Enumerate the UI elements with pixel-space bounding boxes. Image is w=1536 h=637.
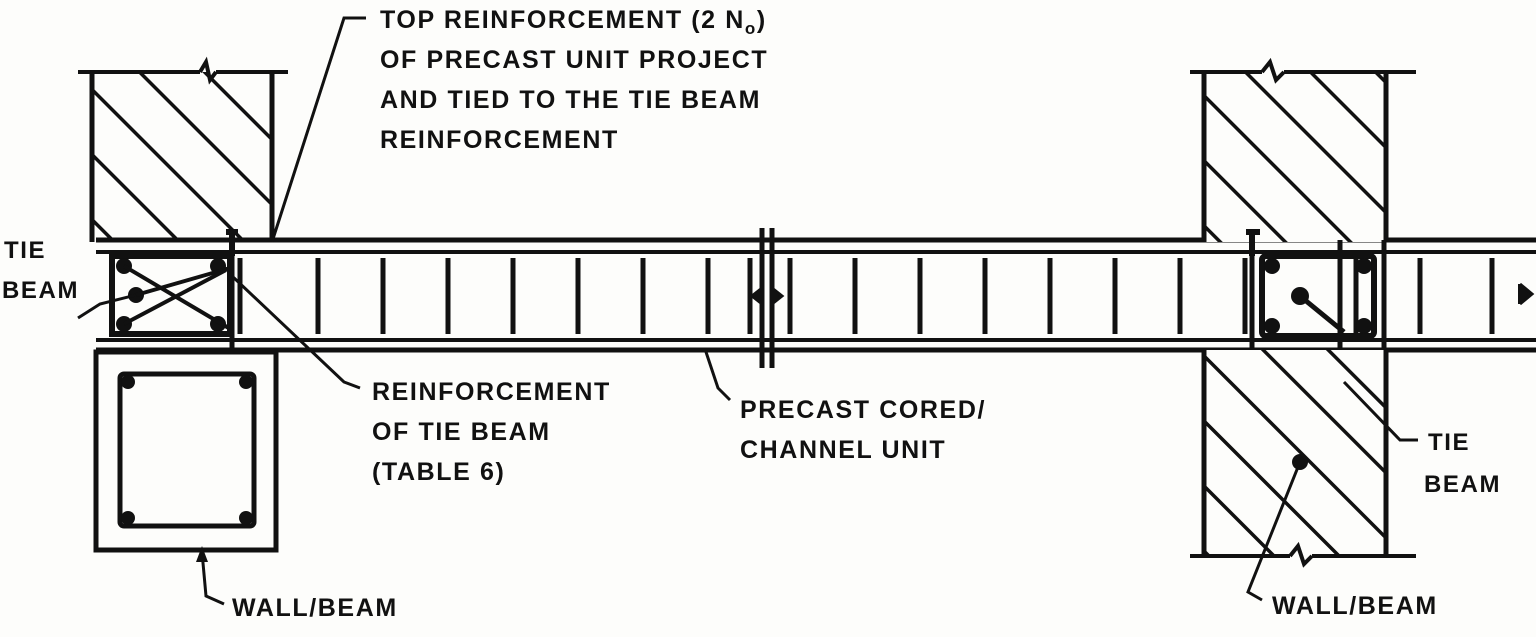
- beam-corner-bar: [121, 375, 135, 389]
- top-reinforcement-note: TOP REINFORCEMENT (2 No) OF PRECAST UNIT…: [380, 6, 768, 154]
- wall-beam-right-text: WALL/BEAM: [1272, 592, 1438, 620]
- reinforcement-of-tie-beam-note: REINFORCEMENT OF TIE BEAM (TABLE 6): [372, 378, 611, 486]
- slab-core-dividers-left: [237, 258, 753, 334]
- top-note-line1: TOP REINFORCEMENT (2 N: [380, 6, 745, 34]
- slab-core-dividers-far-right: [1353, 258, 1495, 334]
- tie-beam-bar: [1356, 318, 1372, 334]
- slab-core-dividers-right: [787, 258, 1248, 334]
- slab-right-continuation-arrow: [1518, 282, 1535, 306]
- wall-beam-left-text: WALL/BEAM: [232, 594, 398, 622]
- wall-beam-label-right: WALL/BEAM: [1272, 592, 1438, 620]
- top-note-line2: OF PRECAST UNIT PROJECT: [380, 46, 768, 74]
- leader-wall-beam-left: [196, 546, 225, 606]
- tie-beam-bar: [1264, 318, 1280, 334]
- tie-beam-right-line1: TIE: [1428, 429, 1470, 456]
- tie-beam-label-left: TIE BEAM: [2, 237, 79, 304]
- top-note-line3: AND TIED TO THE TIE BEAM: [380, 86, 761, 114]
- wall-break-symbol-left: [198, 56, 218, 85]
- leader-tie-beam-left: [77, 293, 137, 320]
- wall-break-symbol-right-top: [1260, 57, 1286, 84]
- wall-beam-label-left: WALL/BEAM: [232, 594, 398, 622]
- precast-note-line1: PRECAST CORED/: [740, 396, 986, 424]
- tie-beam-bar: [1264, 258, 1280, 274]
- projecting-top-reinforcement-right: [1246, 229, 1260, 256]
- top-note-subscript: o: [745, 19, 757, 38]
- leader-precast-unit: [704, 351, 732, 402]
- beam-stirrup: [117, 371, 257, 529]
- reinf-note-line1: REINFORCEMENT: [372, 378, 611, 406]
- leader-top-reinforcement: [270, 16, 366, 243]
- tie-beam-left-line1: TIE: [4, 237, 46, 264]
- tie-beam-left-line2: BEAM: [2, 277, 79, 304]
- right-tie-beam: [1249, 240, 1387, 350]
- svg-text:TOP REINFORCEMENT (2 No): TOP REINFORCEMENT (2 No): [380, 6, 767, 38]
- leader-tie-beam-right: [1342, 380, 1418, 442]
- projecting-top-reinforcement-left: [226, 229, 238, 256]
- precast-note-line2: CHANNEL UNIT: [740, 436, 946, 464]
- reinf-note-line3: (TABLE 6): [372, 458, 505, 486]
- leader-reinforcement-of-tie-beam: [230, 274, 361, 390]
- wall-break-symbol-right-bottom: [1288, 541, 1314, 568]
- right-wall-section-upper: [1190, 57, 1416, 242]
- top-note-line4: REINFORCEMENT: [380, 126, 619, 154]
- reinf-note-line2: OF TIE BEAM: [372, 418, 551, 446]
- left-wall-section: [78, 56, 288, 242]
- beam-corner-bar: [239, 511, 253, 525]
- tie-beam-bar: [1356, 258, 1372, 274]
- tie-beam-label-right: TIE BEAM: [1424, 429, 1501, 498]
- break-arrow-left: [749, 286, 763, 306]
- right-wall-section-lower: [1190, 350, 1416, 568]
- slab-break-line: [749, 228, 785, 368]
- top-note-line1-suffix: ): [757, 6, 767, 34]
- break-arrow-right: [771, 286, 785, 306]
- tie-beam-right-line2: BEAM: [1424, 471, 1501, 498]
- precast-cored-channel-unit-note: PRECAST CORED/ CHANNEL UNIT: [740, 396, 986, 464]
- leader-wall-beam-right: [1246, 454, 1308, 602]
- beam-corner-bar: [121, 511, 135, 525]
- beam-corner-bar: [239, 375, 253, 389]
